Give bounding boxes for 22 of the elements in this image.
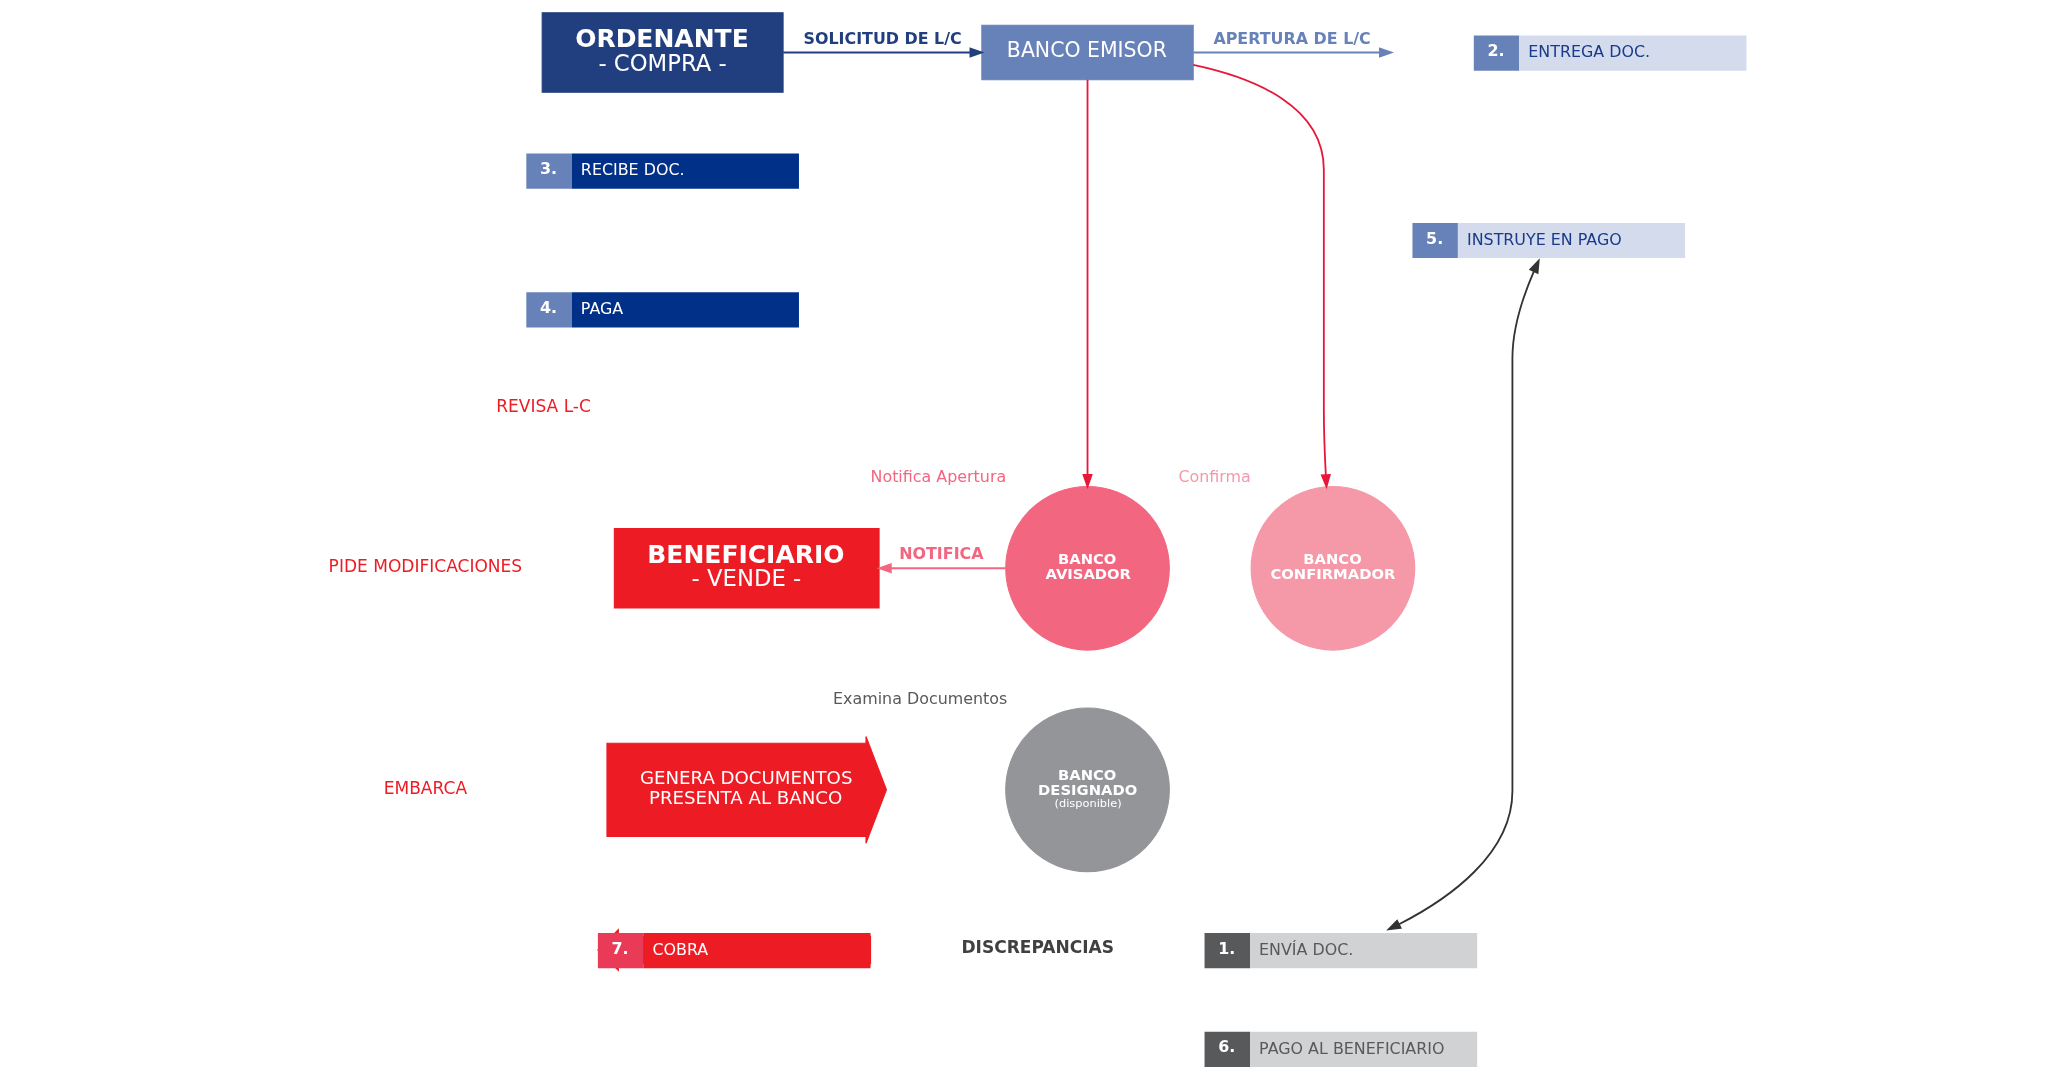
label: DISCREPANCIAS xyxy=(961,936,1115,957)
node-circle: BANCO AVISADOR xyxy=(1005,485,1170,651)
arrow xyxy=(1192,47,1395,58)
node-label: Confirma xyxy=(1178,467,1251,487)
arrow xyxy=(1192,63,1332,490)
arrow xyxy=(1082,78,1093,490)
edge-label: APERTURA DE L/C xyxy=(1213,28,1371,48)
node-circle: BANCO CONFIRMADOR xyxy=(1250,485,1416,651)
node-label: Notifica Apertura xyxy=(870,467,1007,487)
arrow xyxy=(782,47,985,58)
node-circle: BANCO DESIGNADO (disponible) xyxy=(1005,707,1170,873)
arrow xyxy=(1386,258,1540,931)
label: PIDE MODIFICACIONES xyxy=(328,556,523,577)
node-box: BANCO EMISOR xyxy=(981,24,1194,81)
node-box: BENEFICIARIO - VENDE - xyxy=(613,527,880,609)
edge-label: SOLICITUD DE L/C xyxy=(803,28,962,48)
node-box: ORDENANTE - COMPRA - xyxy=(541,12,784,93)
edge-label: NOTIFICA xyxy=(899,544,984,564)
label: REVISA L-C xyxy=(496,396,591,417)
label: EMBARCA xyxy=(383,777,468,798)
node-label: Examina Documentos xyxy=(833,688,1008,708)
arrow xyxy=(876,563,1007,574)
